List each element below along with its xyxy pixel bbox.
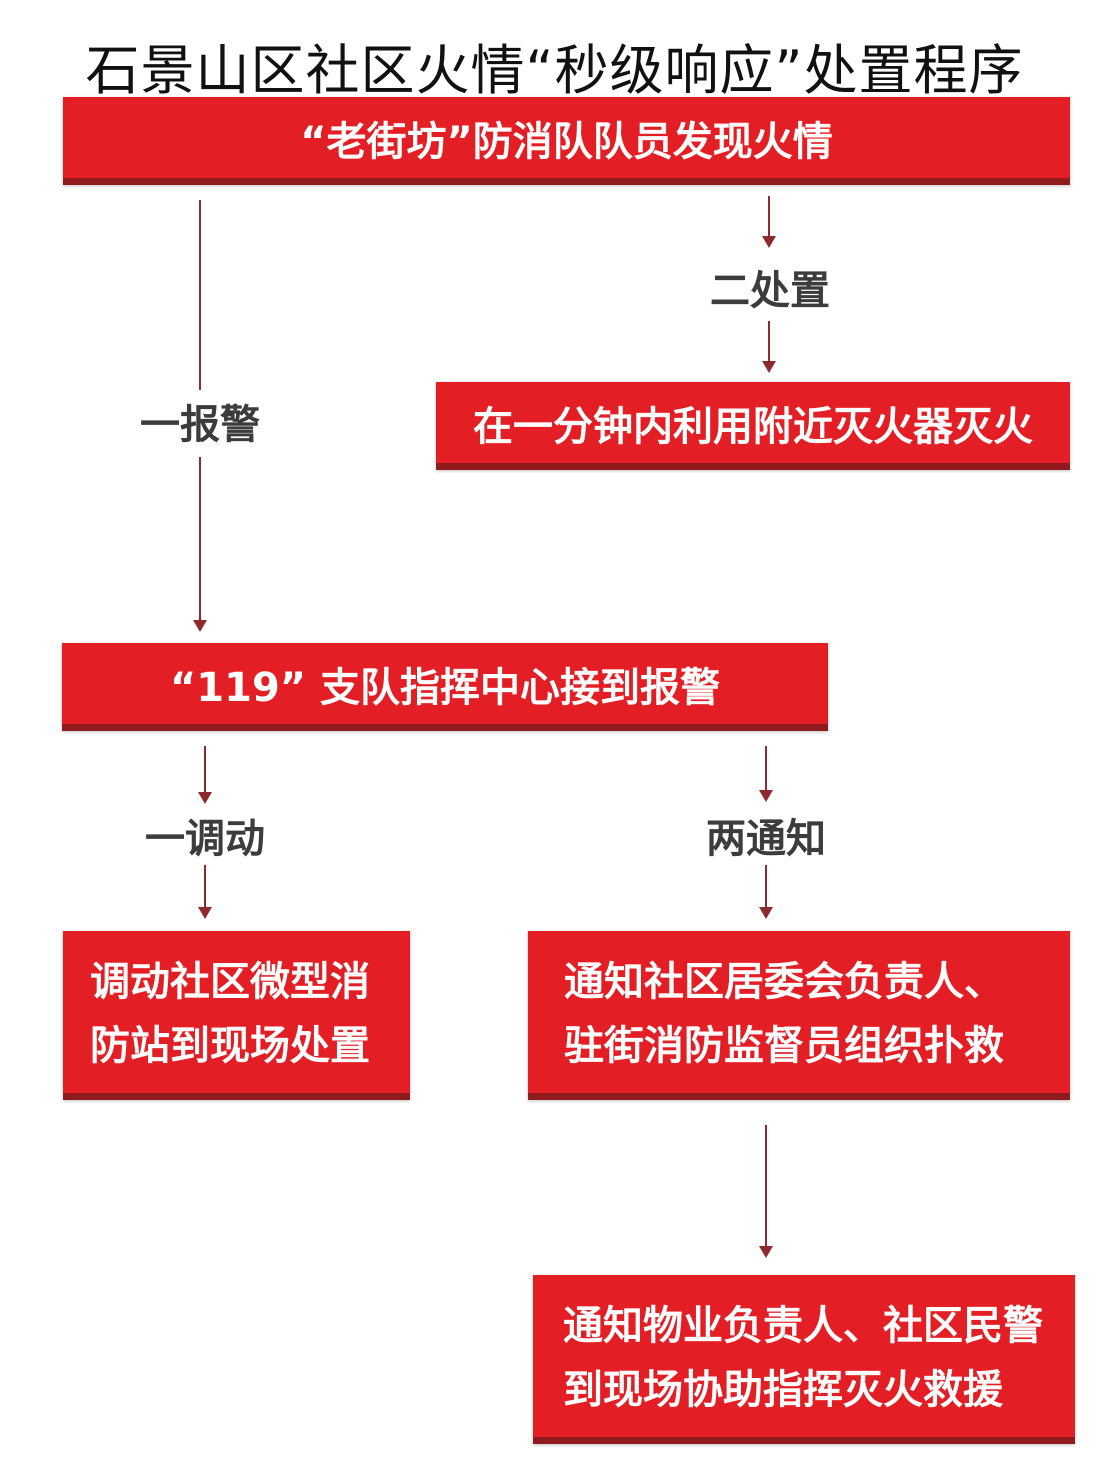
node-notify1-line-2: 驻街消防监督员组织扑救 bbox=[564, 1023, 1004, 1069]
label-alarm: 一报警 bbox=[140, 402, 260, 448]
arrow-dispatch-lower bbox=[197, 865, 213, 919]
node-discover-fire-text: “老街坊”防消队队员发现火情 bbox=[300, 118, 833, 165]
arrow-notify-lower bbox=[758, 865, 774, 919]
arrow-notify-final bbox=[758, 1125, 774, 1258]
node-119-center-text: “119” 支队指挥中心接到报警 bbox=[170, 664, 720, 711]
arrow-alarm-lower bbox=[192, 457, 208, 632]
page-title: 石景山区社区火情“秒级响应”处置程序 bbox=[85, 39, 1024, 102]
node-extinguish-text: 在一分钟内利用附近灭火器灭火 bbox=[473, 403, 1033, 450]
label-handle: 二处置 bbox=[710, 268, 830, 314]
label-notify: 两通知 bbox=[706, 816, 826, 862]
node-extinguish: 在一分钟内利用附近灭火器灭火 bbox=[436, 382, 1070, 470]
node-notify2-line-2: 到现场协助指挥灭火救援 bbox=[563, 1367, 1003, 1413]
arrow-handle-upper bbox=[761, 196, 777, 248]
label-dispatch: 一调动 bbox=[145, 816, 265, 862]
node-notify-committee: 通知社区居委会负责人、 驻街消防监督员组织扑救 bbox=[528, 931, 1070, 1100]
arrow-notify-upper bbox=[758, 746, 774, 802]
node-notify2-line-1: 通知物业负责人、社区民警 bbox=[563, 1303, 1043, 1349]
node-notify-property: 通知物业负责人、社区民警 到现场协助指挥灭火救援 bbox=[533, 1275, 1075, 1444]
arrow-dispatch-upper bbox=[197, 746, 213, 804]
arrow-handle-lower bbox=[761, 321, 777, 373]
node-dispatch-line-1: 调动社区微型消 bbox=[90, 959, 370, 1005]
node-dispatch-station: 调动社区微型消 防站到现场处置 bbox=[63, 931, 410, 1100]
node-notify1-line-1: 通知社区居委会负责人、 bbox=[564, 959, 1004, 1005]
arrow-alarm-upper bbox=[192, 200, 208, 390]
node-119-center: “119” 支队指挥中心接到报警 bbox=[62, 643, 828, 731]
node-discover-fire: “老街坊”防消队队员发现火情 bbox=[63, 97, 1070, 185]
node-dispatch-line-2: 防站到现场处置 bbox=[90, 1023, 370, 1069]
